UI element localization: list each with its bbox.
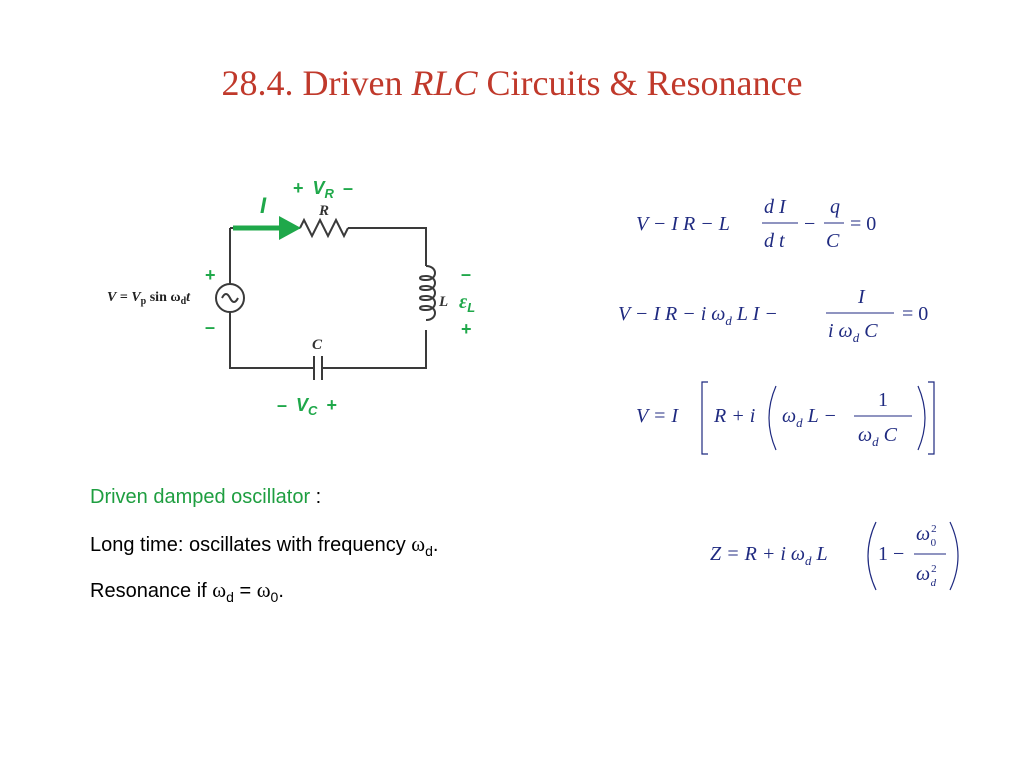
text-line-3: Resonance if ωd = ω0. (90, 578, 284, 605)
eq3-omega: ωd L − (782, 405, 837, 430)
inductor-label: L (438, 294, 448, 310)
wire-right-bottom (322, 330, 427, 369)
eq2-lhs: V − I R − i ωd L I − (618, 303, 778, 328)
current-label: I (260, 193, 267, 218)
current-arrow-icon (233, 216, 301, 240)
eq1-frac1-den: d t (764, 230, 785, 252)
eq3-lhs: V = I (636, 405, 679, 427)
eq1-minus: − (804, 213, 815, 235)
el-label: εL (459, 291, 475, 315)
eq2-frac-num: I (857, 286, 866, 308)
capacitor-label: C (312, 337, 323, 353)
line3-sub2: 0 (270, 589, 279, 605)
text-line-1: Driven damped oscillator : (90, 486, 321, 509)
eq1-rhs: = 0 (850, 213, 876, 235)
line3-omega1: ω (212, 578, 227, 602)
line3-sub1: d (226, 589, 234, 605)
rlc-circuit-diagram: I + VR – R L – εL + C – VC + + – V = Vp … (107, 178, 475, 419)
line3-end: . (278, 580, 284, 602)
equation-2: V − I R − i ωd L I − I i ωd C = 0 (618, 286, 928, 345)
equation-1: V − I R − L d I d t − q C = 0 (636, 196, 876, 252)
eq2-rhs: = 0 (902, 303, 928, 325)
text-line-2: Long time: oscillates with frequency ωd. (90, 532, 438, 559)
line2-end: . (432, 534, 439, 556)
slide-title: 28.4. Driven RLC Circuits & Resonance (0, 62, 1024, 104)
eq4-lhs: Z = R + i ωd L (710, 543, 828, 568)
eq3-frac-den: ωd C (858, 424, 898, 449)
eq1-lhs: V − I R − L (636, 213, 730, 235)
title-rlc: RLC (411, 63, 478, 103)
eq2-frac-den: i ωd C (828, 320, 878, 345)
equation-3: V = I R + i ωd L − 1 ωd C (636, 381, 935, 455)
line1-colon: : (310, 486, 322, 508)
eq3-frac-num: 1 (878, 389, 888, 411)
line2-sub: d (425, 543, 433, 559)
source-plus: + (205, 265, 216, 285)
el-minus: – (461, 264, 471, 284)
line3-eq: = (233, 580, 257, 602)
source-equation: V = Vp sin ωdt (107, 290, 191, 307)
line2-omega: ω (411, 532, 426, 556)
driven-oscillator-text: Driven damped oscillator (90, 486, 311, 508)
vc-label: – VC + (277, 395, 337, 419)
eq1-frac2-den: C (826, 230, 840, 252)
ac-source-wave (221, 293, 239, 303)
source-minus: – (205, 317, 215, 337)
title-prefix: 28.4. Driven (221, 63, 412, 103)
resistor-label: R (318, 203, 329, 219)
title-suffix: Circuits & Resonance (477, 63, 803, 103)
wire-top-right (348, 227, 427, 266)
eq3-r-plus-i: R + i (713, 405, 755, 427)
el-plus: + (461, 319, 472, 339)
line3-text: Resonance if (90, 580, 213, 602)
inductor-coil (419, 265, 436, 321)
eq1-frac2-num: q (830, 196, 840, 218)
wire-bottom-left (229, 312, 314, 369)
resistor-zigzag (299, 217, 349, 239)
line3-omega2: ω (256, 578, 271, 602)
eq1-frac1-num: d I (764, 196, 787, 218)
vr-label: + VR – (293, 178, 353, 202)
eq4-one-minus: 1 − (878, 543, 904, 565)
line2-text: Long time: oscillates with frequency (90, 534, 412, 556)
